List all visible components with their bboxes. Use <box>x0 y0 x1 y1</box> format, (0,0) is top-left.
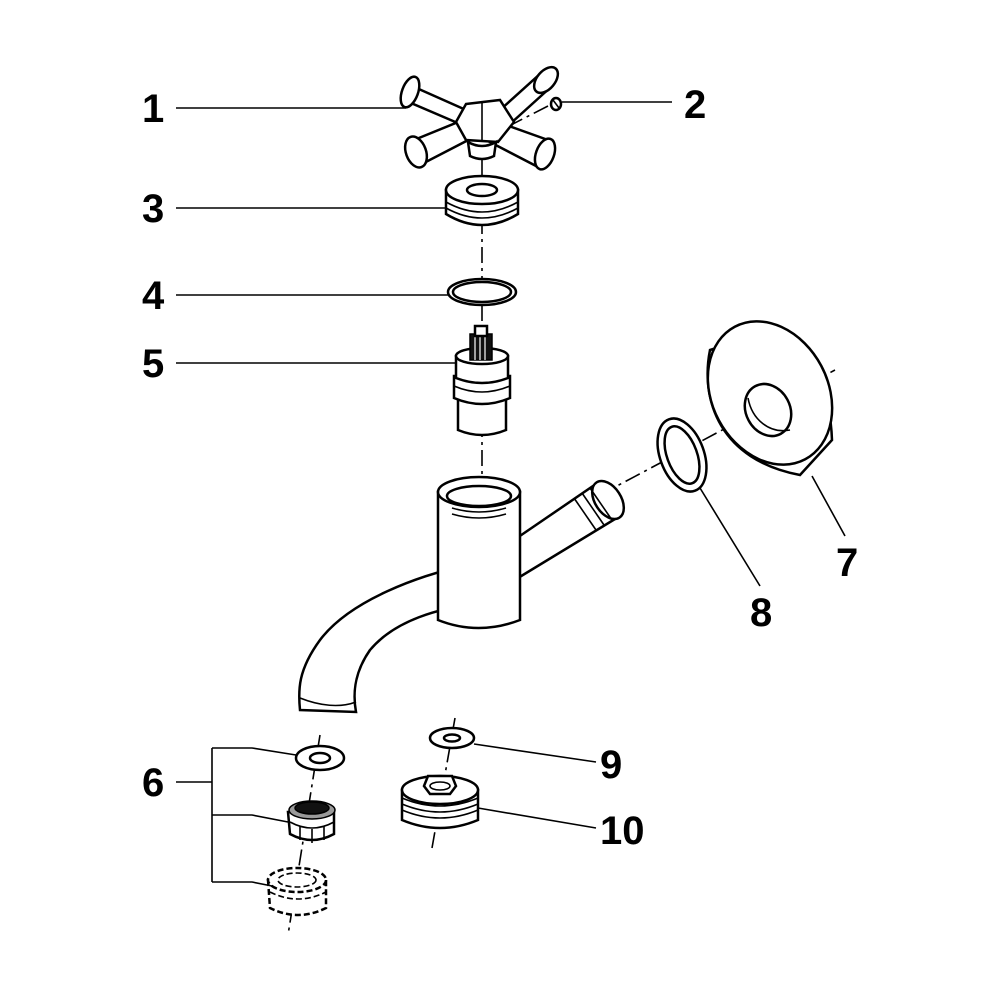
bushing-ring <box>444 174 520 227</box>
wall-washer <box>656 417 708 493</box>
leader-lines <box>176 101 846 887</box>
label-5: 5 <box>142 342 164 386</box>
wall-rosette <box>706 320 834 477</box>
label-9: 9 <box>600 743 622 787</box>
o-ring <box>446 277 518 307</box>
leader-9 <box>473 743 597 763</box>
leader-10 <box>477 807 597 829</box>
leader-7 <box>811 475 846 537</box>
cross-handle <box>399 65 560 171</box>
aerator-housing <box>266 866 328 917</box>
part-labels: 1 2 3 4 5 6 7 8 9 10 <box>142 83 858 853</box>
threaded-connector <box>400 774 480 830</box>
label-3: 3 <box>142 187 164 231</box>
label-2: 2 <box>684 83 706 127</box>
valve-cartridge <box>452 324 512 437</box>
leader-6-bracket <box>176 747 297 887</box>
label-4: 4 <box>142 274 165 318</box>
aerator-washer <box>294 744 346 772</box>
aerator-insert <box>286 800 336 843</box>
faucet-body <box>297 475 626 714</box>
horizontal-axis-line <box>599 369 836 496</box>
label-8: 8 <box>750 591 772 635</box>
set-screw <box>549 96 563 112</box>
leader-8 <box>699 487 761 587</box>
label-6: 6 <box>142 761 164 805</box>
label-1: 1 <box>142 87 164 131</box>
label-10: 10 <box>600 809 645 853</box>
connector-washer <box>428 726 476 750</box>
label-7: 7 <box>836 541 858 585</box>
